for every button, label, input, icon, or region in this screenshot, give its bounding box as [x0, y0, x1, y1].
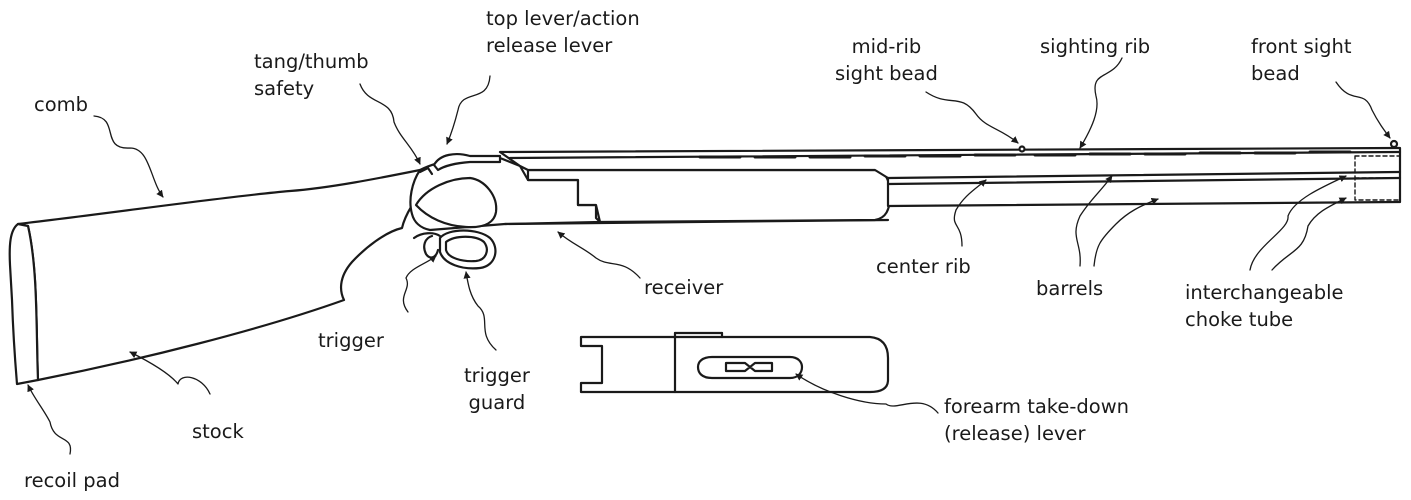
trigger-group — [412, 229, 497, 270]
leader-comb — [93, 115, 164, 198]
label-center-rib: center rib — [876, 255, 971, 278]
label-receiver: receiver — [644, 276, 724, 299]
leader-tang-safety — [359, 83, 421, 165]
leader-sighting-rib — [1079, 57, 1123, 149]
leader-front-bead — [1335, 81, 1391, 139]
leader-top-lever — [446, 75, 491, 145]
stock-shape — [8, 168, 432, 386]
top-lever-shape — [432, 153, 502, 172]
front-bead-shape — [1389, 139, 1399, 149]
label-tang-safety: tang/thumb safety — [254, 50, 369, 100]
label-choke-tube: interchangeable choke tube — [1185, 281, 1344, 331]
forearm-detail — [579, 331, 890, 394]
leader-choke-2 — [1271, 197, 1347, 271]
trigger-shape — [423, 234, 440, 259]
tang-safety-shape — [418, 166, 434, 176]
leader-center-rib — [953, 179, 987, 247]
receiver-shape — [409, 153, 890, 232]
label-front-sight-bead: front sight bead — [1251, 35, 1352, 85]
label-forearm-lever: forearm take-down (release) lever — [944, 395, 1130, 445]
label-top-lever: top lever/action release lever — [486, 7, 640, 57]
leader-forearm-lever — [795, 373, 939, 414]
label-trigger-guard: trigger guard — [464, 364, 530, 414]
label-mid-rib-bead: mid-rib sight bead — [835, 35, 938, 85]
label-sighting-rib: sighting rib — [1040, 35, 1151, 58]
leader-arrows — [27, 57, 1391, 455]
label-stock: stock — [192, 420, 244, 443]
label-recoil-pad: recoil pad — [24, 469, 120, 492]
leader-barrels-1 — [1075, 175, 1113, 267]
leader-mid-rib — [925, 91, 1019, 144]
leader-receiver — [557, 231, 641, 279]
leader-trigger — [402, 255, 437, 313]
recoil-pad-shape — [8, 222, 40, 386]
leader-recoil-pad — [27, 384, 72, 455]
mid-bead-shape — [1018, 145, 1026, 153]
label-barrels: barrels — [1036, 277, 1104, 300]
shotgun — [8, 139, 1402, 386]
barrels-shape — [498, 139, 1402, 208]
leader-stock — [129, 351, 211, 395]
label-trigger: trigger — [318, 329, 384, 352]
leader-choke-1 — [1249, 175, 1347, 271]
leader-barrels-2 — [1093, 198, 1159, 267]
leader-trigger-guard — [463, 271, 497, 351]
label-comb: comb — [34, 93, 89, 116]
